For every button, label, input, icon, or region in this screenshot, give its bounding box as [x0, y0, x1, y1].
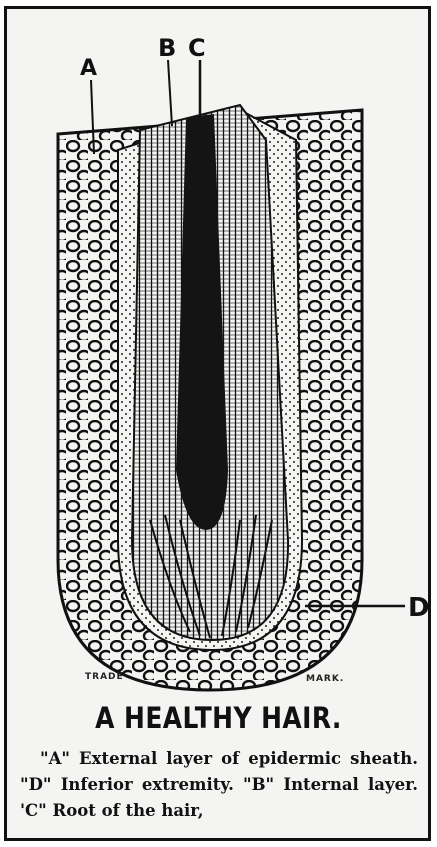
figure-caption: "A" External layer of epidermic sheath. …: [20, 746, 418, 824]
figure-title: A HEALTHY HAIR.: [31, 701, 407, 735]
label-b: B: [158, 34, 176, 62]
trademark-left-text: TRADE: [85, 672, 124, 682]
trademark-right-text: MARK.: [306, 674, 344, 684]
label-c: C: [188, 34, 206, 62]
hair-follicle-diagram: [0, 0, 437, 700]
label-d: D: [408, 593, 430, 623]
label-a: A: [80, 56, 97, 81]
